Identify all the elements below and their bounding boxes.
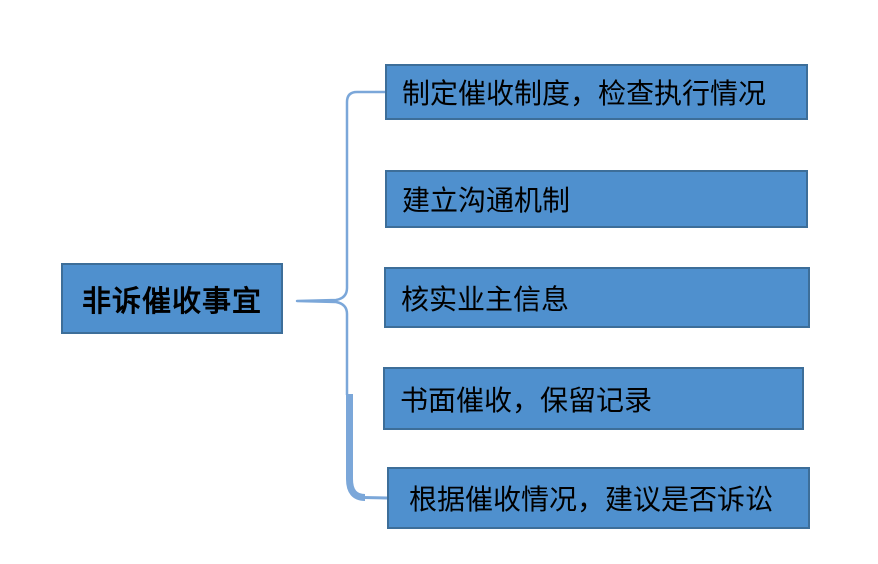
- branch-node-5-label: 根据催收情况，建议是否诉讼: [409, 485, 774, 516]
- root-node: 非诉催收事宜: [61, 263, 283, 334]
- brace-upper-path: [295, 90, 385, 395]
- branch-node-1-label: 制定催收制度，检查执行情况: [402, 79, 767, 110]
- branch-node-2: 建立沟通机制: [385, 170, 808, 228]
- branch-node-5: 根据催收情况，建议是否诉讼: [387, 467, 810, 529]
- branch-node-4-label: 书面催收，保留记录: [400, 385, 653, 417]
- branch-node-4: 书面催收，保留记录: [383, 367, 804, 430]
- root-node-label: 非诉催收事宜: [81, 285, 262, 318]
- brace-lower-stub-path: [362, 496, 388, 500]
- branch-node-2-label: 建立沟通机制: [402, 186, 571, 217]
- branch-node-1: 制定催收制度，检查执行情况: [385, 64, 808, 120]
- brace-lower-thick-path: [346, 394, 366, 501]
- branch-node-3: 核实业主信息: [384, 267, 810, 328]
- branch-node-3-label: 核实业主信息: [401, 284, 570, 316]
